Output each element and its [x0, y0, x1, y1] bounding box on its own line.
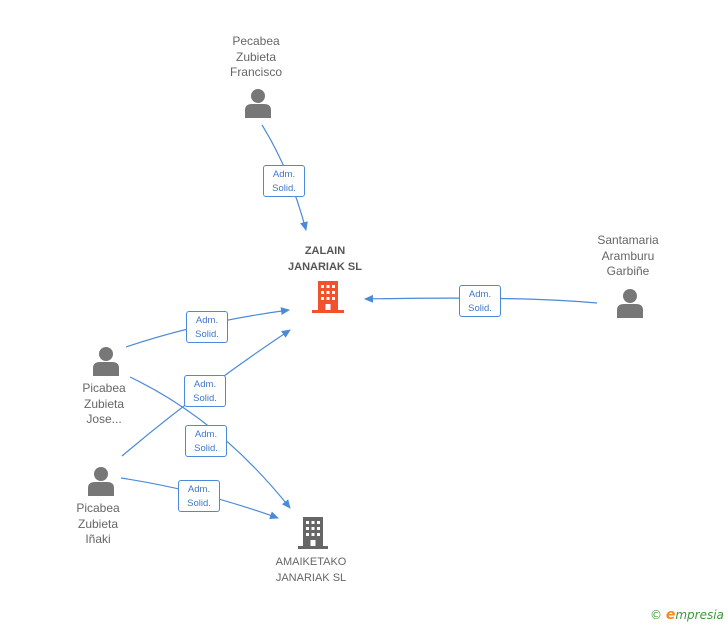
person-label-santamaria[interactable]: Santamaria Aramburu Garbiñe — [568, 233, 688, 280]
relation-badge[interactable]: Adm. Solid. — [178, 480, 220, 512]
relation-badge-line: Solid. — [193, 393, 217, 404]
company-name-line: AMAIKETAKO — [275, 556, 347, 568]
building-icon[interactable] — [297, 516, 329, 550]
relation-badge[interactable]: Adm. Solid. — [186, 311, 228, 343]
copyright-symbol: © — [650, 608, 662, 622]
person-name-line: Iñaki — [85, 532, 111, 546]
relation-badge-line: Adm. — [194, 429, 218, 440]
brand-logo[interactable]: © empresia — [650, 607, 724, 623]
person-name-line: Jose... — [86, 412, 122, 426]
person-label-picabea-inaki[interactable]: Picabea Zubieta Iñaki — [38, 501, 158, 548]
relation-badge-line: Adm. — [193, 379, 217, 390]
relation-badge[interactable]: Adm. Solid. — [263, 165, 305, 197]
brand-name: mpresia — [675, 608, 724, 622]
person-icon[interactable] — [616, 288, 644, 318]
person-name-line: Zubieta — [83, 396, 125, 411]
relation-badge-line: Solid. — [272, 183, 296, 194]
person-name-line: Zubieta — [235, 49, 277, 64]
person-name-line: Picabea — [76, 501, 120, 515]
relation-badge[interactable]: Adm. Solid. — [184, 375, 226, 407]
person-name-line: Francisco — [229, 65, 282, 79]
company-name-line: JANARIAK SL — [288, 260, 362, 273]
person-icon[interactable] — [92, 346, 120, 376]
person-name-line: Santamaria — [597, 233, 659, 247]
relation-badge-line: Adm. — [195, 315, 219, 326]
relation-badge-line: Adm. — [187, 484, 211, 495]
company-label-amaiketako[interactable]: AMAIKETAKO JANARIAK SL — [246, 555, 376, 586]
relation-badge-line: Adm. — [468, 289, 492, 300]
person-name-line: Aramburu — [601, 248, 655, 263]
relation-badge-line: Adm. — [272, 169, 296, 180]
person-icon[interactable] — [244, 88, 272, 118]
person-name-line: Pecabea — [232, 34, 280, 48]
brand-initial: e — [665, 607, 676, 623]
relation-badge-line: Solid. — [468, 303, 492, 314]
relation-badge-line: Solid. — [195, 329, 219, 340]
person-name-line: Garbiñe — [606, 264, 650, 278]
person-label-picabea-jose[interactable]: Picabea Zubieta Jose... — [44, 381, 164, 428]
company-name-line: ZALAIN — [304, 245, 346, 257]
company-label-zalain[interactable]: ZALAIN JANARIAK SL — [260, 244, 390, 275]
relation-badge-line: Solid. — [194, 443, 218, 454]
person-label-pecabea[interactable]: Pecabea Zubieta Francisco — [196, 34, 316, 81]
person-name-line: Picabea — [82, 381, 126, 395]
relation-badge[interactable]: Adm. Solid. — [185, 425, 227, 457]
relation-badge[interactable]: Adm. Solid. — [459, 285, 501, 317]
relation-badge-line: Solid. — [187, 498, 211, 509]
person-icon[interactable] — [87, 466, 115, 496]
building-icon[interactable] — [311, 280, 345, 314]
company-name-line: JANARIAK SL — [275, 571, 347, 584]
person-name-line: Zubieta — [77, 516, 119, 531]
